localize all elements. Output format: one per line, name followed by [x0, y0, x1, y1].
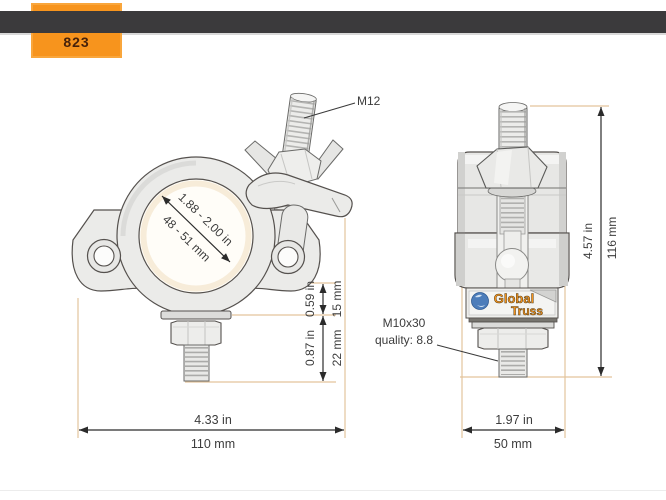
side-height-mm-label: 116 mm	[605, 217, 619, 259]
side-width-mm-label: 50 mm	[494, 437, 532, 451]
product-number: 823	[63, 34, 90, 50]
arrowheads	[79, 107, 605, 434]
bolt-height-mm-label: 22 mm	[330, 330, 344, 367]
front-view	[71, 92, 353, 382]
top-bar	[0, 11, 666, 33]
right-ear-hole	[270, 239, 306, 275]
bolt-spec-line2-label: quality: 8.8	[375, 333, 433, 347]
top-bar-underline	[0, 33, 666, 35]
globe-icon	[471, 292, 489, 310]
pipe-bore	[139, 179, 253, 293]
logo-word-global: Global	[494, 291, 534, 306]
leader-lines	[303, 102, 499, 362]
rod-size-label: M12	[357, 94, 381, 108]
left-ear-hole	[86, 238, 122, 274]
front-width-mm-label: 110 mm	[191, 437, 235, 451]
side-width-in-label: 1.97 in	[495, 413, 533, 427]
side-wing-nut	[476, 146, 548, 198]
bolt-spec-line1-label: M10x30	[383, 316, 426, 330]
logo-word-truss: Truss	[511, 304, 543, 318]
logo-plate: Global Truss	[465, 287, 559, 319]
side-stud	[498, 348, 528, 378]
truss-icon	[529, 289, 557, 303]
front-washer	[160, 310, 232, 320]
latch-arm	[245, 172, 353, 218]
front-width-in-label: 4.33 in	[194, 413, 232, 427]
side-washer	[468, 317, 558, 329]
flange-height-in-label: 0.59 in	[303, 281, 317, 317]
page-bottom-rule	[0, 490, 666, 491]
side-hex-nut	[477, 327, 549, 350]
front-hex-nut	[170, 320, 222, 346]
bolt-height-in-label: 0.87 in	[303, 330, 317, 366]
dimension-graphics	[79, 102, 605, 434]
side-view: Global Truss	[454, 102, 570, 378]
side-height-in-label: 4.57 in	[581, 223, 595, 259]
front-stud	[183, 344, 210, 382]
flange-height-mm-label: 15 mm	[330, 281, 344, 318]
ring-shading	[120, 160, 197, 237]
bolt-channel	[495, 182, 529, 291]
pipe-bore-glow	[140, 180, 252, 292]
